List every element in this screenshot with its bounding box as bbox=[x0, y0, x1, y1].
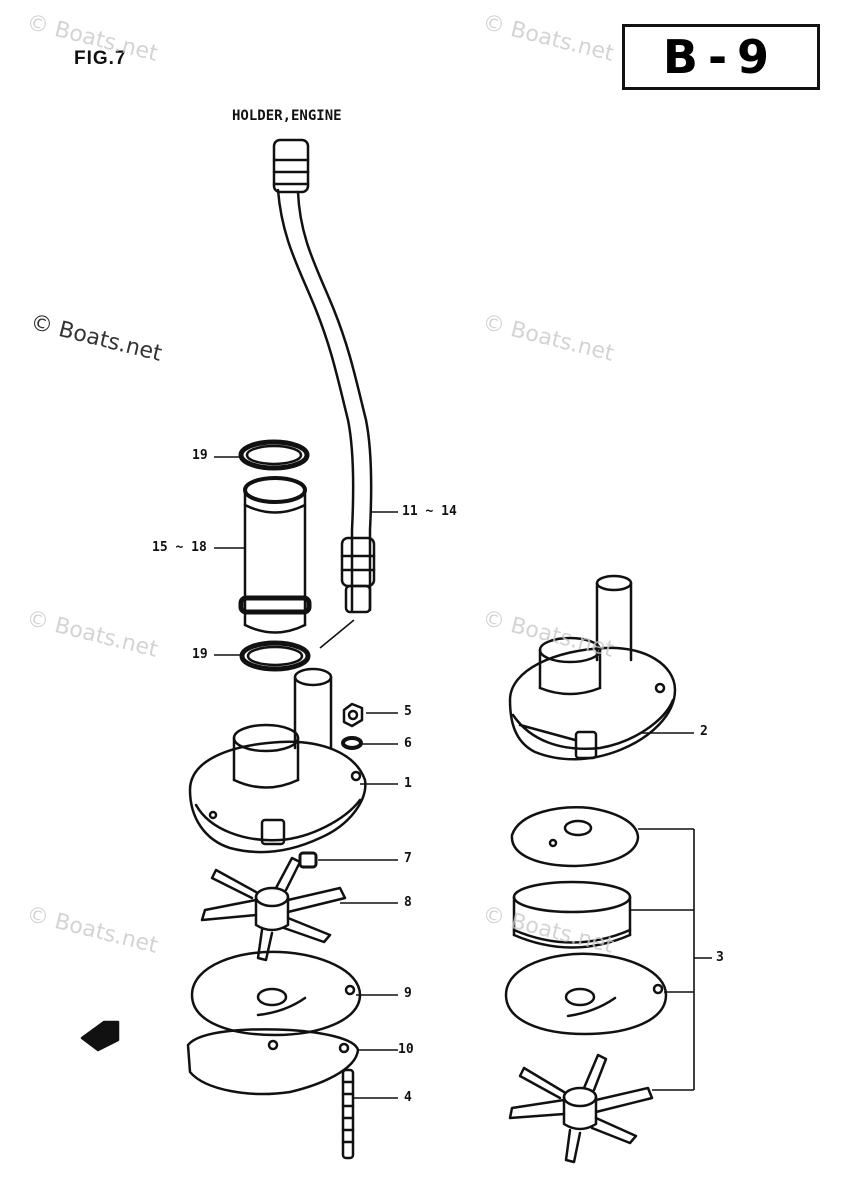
kit-3-plate bbox=[504, 952, 668, 1036]
washer-6 bbox=[341, 736, 363, 750]
callout-1: 1 bbox=[404, 776, 412, 791]
holder-engine-label: HOLDER,ENGINE bbox=[232, 108, 342, 124]
section-code: B-9 bbox=[662, 30, 780, 84]
callout-10: 10 bbox=[398, 1042, 414, 1057]
callout-8: 8 bbox=[404, 895, 412, 910]
kit-3-impeller bbox=[508, 1053, 654, 1164]
bolt-4 bbox=[341, 1068, 355, 1160]
kit-3-disc bbox=[510, 806, 640, 868]
callout-4: 4 bbox=[404, 1090, 412, 1105]
water-tube bbox=[272, 138, 376, 614]
callout-9: 9 bbox=[404, 986, 412, 1001]
gasket-10 bbox=[186, 1028, 360, 1096]
callout-11-14: 11 ~ 14 bbox=[402, 504, 457, 519]
section-code-box: B-9 bbox=[622, 24, 820, 90]
callout-2: 2 bbox=[700, 724, 708, 739]
callout-7: 7 bbox=[404, 851, 412, 866]
key-7 bbox=[298, 851, 318, 869]
callout-5: 5 bbox=[404, 704, 412, 719]
callout-6: 6 bbox=[404, 736, 412, 751]
impeller-8 bbox=[200, 856, 347, 962]
pump-case-2 bbox=[508, 574, 677, 761]
kit-3-liner bbox=[512, 880, 632, 949]
pump-case-1 bbox=[188, 667, 367, 854]
figure-label: FIG.7 bbox=[74, 48, 127, 69]
o-ring-19-top bbox=[238, 439, 310, 471]
callout-19-top: 19 bbox=[192, 448, 208, 463]
forward-arrow-icon bbox=[80, 1020, 120, 1052]
nut-5 bbox=[342, 702, 364, 728]
callout-19-bottom: 19 bbox=[192, 647, 208, 662]
callout-3: 3 bbox=[716, 950, 724, 965]
plate-9 bbox=[190, 950, 362, 1037]
o-ring-19-bottom bbox=[239, 640, 311, 672]
guide-tube-15-18 bbox=[238, 476, 312, 634]
callout-15-18: 15 ~ 18 bbox=[152, 540, 207, 555]
